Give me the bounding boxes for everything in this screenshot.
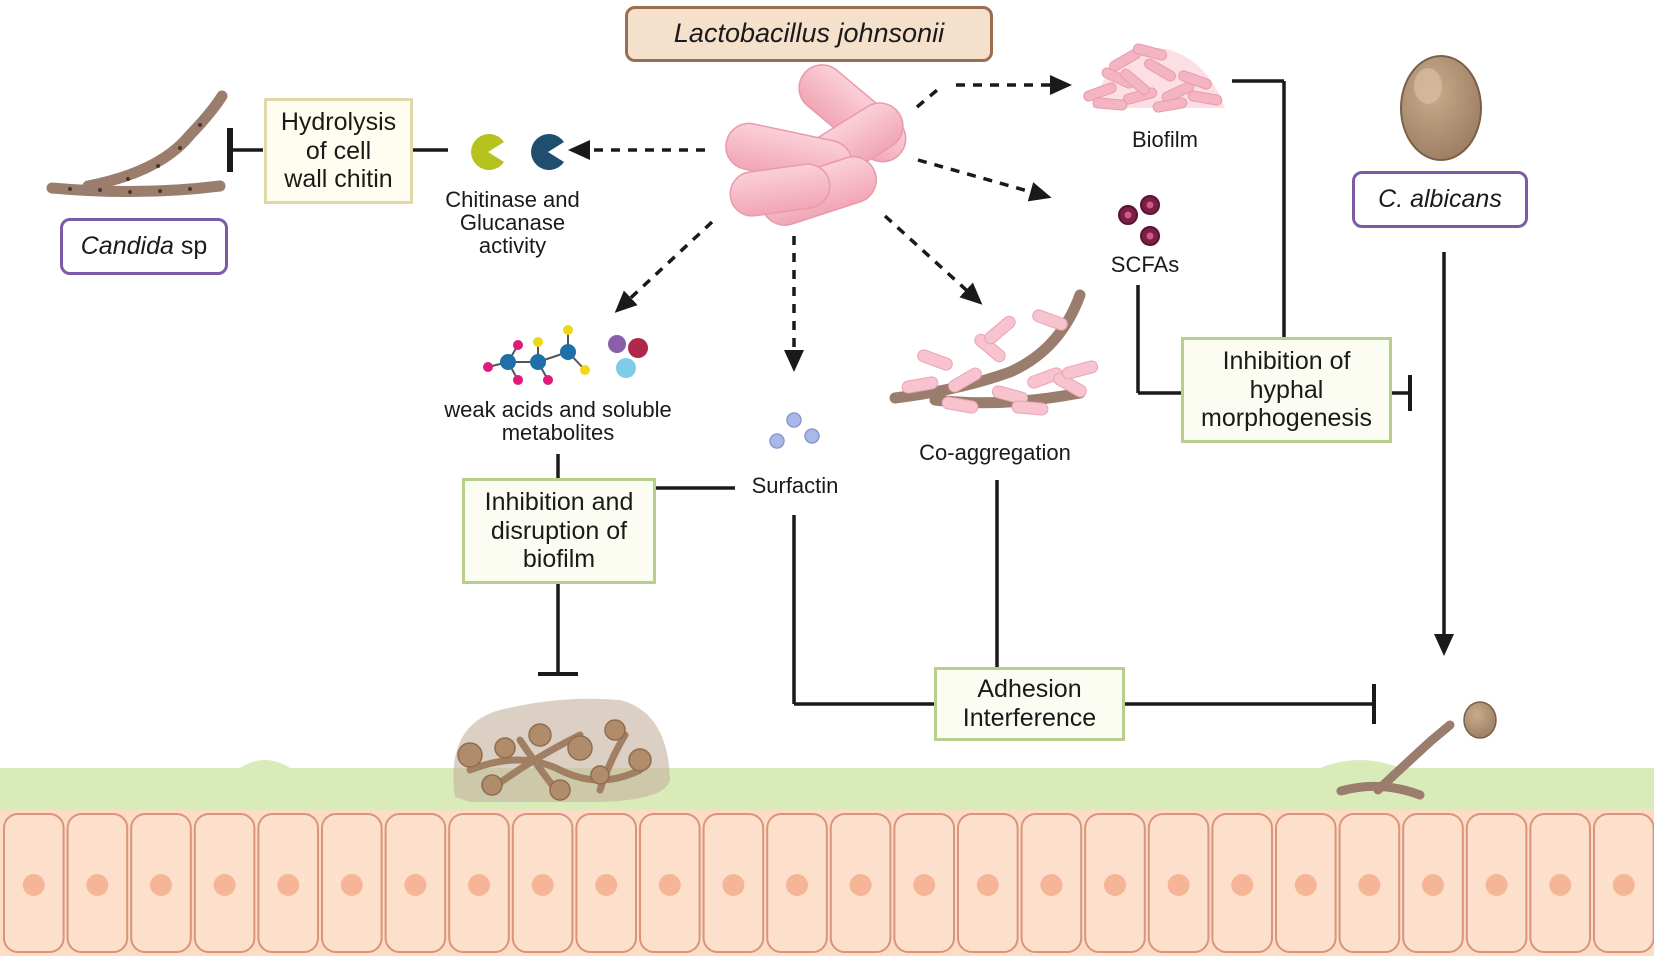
dashed-arrows [568,75,1072,372]
connector-lines [227,79,1454,724]
candida-sp-italic: Candida [80,232,174,261]
coaggregation-rod [1032,309,1068,331]
cell-nucleus [1104,874,1126,896]
epithelial-cells [3,813,1654,953]
coaggregation-rod [984,315,1016,345]
metabolite-blobs [608,335,648,378]
candida-hyphae [46,90,228,198]
biofilm-rod [1152,97,1188,113]
candida-sp-label: Candida sp [60,218,228,275]
cell-nucleus [1294,874,1317,896]
cell-nucleus [1549,874,1572,896]
lactobacillus-title: Lactobacillus johnsonii [625,6,993,62]
biofilm-rod [1120,68,1150,96]
biofilm-rod [1132,43,1168,61]
cell-nucleus [277,874,300,896]
cell-nucleus [1167,874,1190,896]
cell-nucleus [913,874,936,896]
coaggregation-rod [941,396,979,414]
scfas-label: SCFAs [1110,252,1180,277]
mucus-layer [0,760,1654,825]
biofilm-inhibition-box: Inhibition and disruption of biofilm [462,478,656,584]
cell-nucleus [595,874,618,896]
coaggregation-rod [1061,360,1099,380]
coaggregation-rod [1053,372,1087,398]
cell-nucleus [468,874,490,896]
enzyme-activity-label: Chitinase and Glucanase activity [445,187,580,259]
cell-nucleus [658,874,681,896]
coaggregation-rod [901,376,939,394]
biofilm-rod [1144,58,1176,82]
coaggregation-rod [1011,400,1049,416]
cell-nucleus [531,874,554,896]
hydrolysis-box: Hydrolysis of cell wall chitin [264,98,413,204]
surfactin-icon [769,412,820,449]
cell-nucleus [86,874,109,896]
cell-nucleus [722,874,745,896]
cell-nucleus [213,874,236,896]
coaggregation-rod [991,385,1029,405]
biofilm-rod [1083,82,1117,102]
biofilm-label: Biofilm [1131,127,1198,152]
coaggregation-rod [948,367,982,393]
cell-nucleus [340,874,363,896]
cell-nucleus [1422,874,1444,896]
cell-nucleus [786,874,808,896]
coaggregation-label: Co-aggregation [919,440,1071,465]
cell-nucleus [1485,874,1508,896]
cell-nucleus [1358,874,1381,896]
coaggregation-icon [889,289,1099,416]
adhesion-interference-box: Adhesion Interference [934,667,1125,741]
candida-sp-suffix: sp [173,232,208,261]
cell-nucleus [150,874,172,896]
candida-hypha-on-tissue [1336,701,1497,800]
biofilm-icon [1083,43,1225,113]
lactobacillus-cluster [725,64,907,226]
epithelium-layer [0,760,1654,956]
cell-nucleus [1040,874,1063,896]
biofilm-rod [1178,70,1212,90]
enzyme-icons [471,134,564,170]
cell-nucleus [22,874,45,896]
coaggregation-rod [1027,367,1063,389]
cell-nucleus [849,874,872,896]
c-albicans-label: C. albicans [1352,171,1528,228]
coaggregation-rod [917,349,953,371]
molecule-atoms [483,325,590,385]
hyphal-inhibition-box: Inhibition of hyphal morphogenesis [1181,337,1392,443]
surfactin-label: Surfactin [751,473,839,498]
cell-nucleus [404,874,427,896]
biofilm-rod [1092,97,1128,111]
c-albicans-cell [1400,55,1482,161]
cell-nucleus [1612,874,1635,896]
biofilm-rod [1187,90,1223,106]
cell-nucleus [1231,874,1254,896]
weak-acids-label: weak acids and soluble metabolites [444,397,672,446]
cell-nucleus [976,874,999,896]
candida-biofilm-on-tissue [453,698,670,802]
